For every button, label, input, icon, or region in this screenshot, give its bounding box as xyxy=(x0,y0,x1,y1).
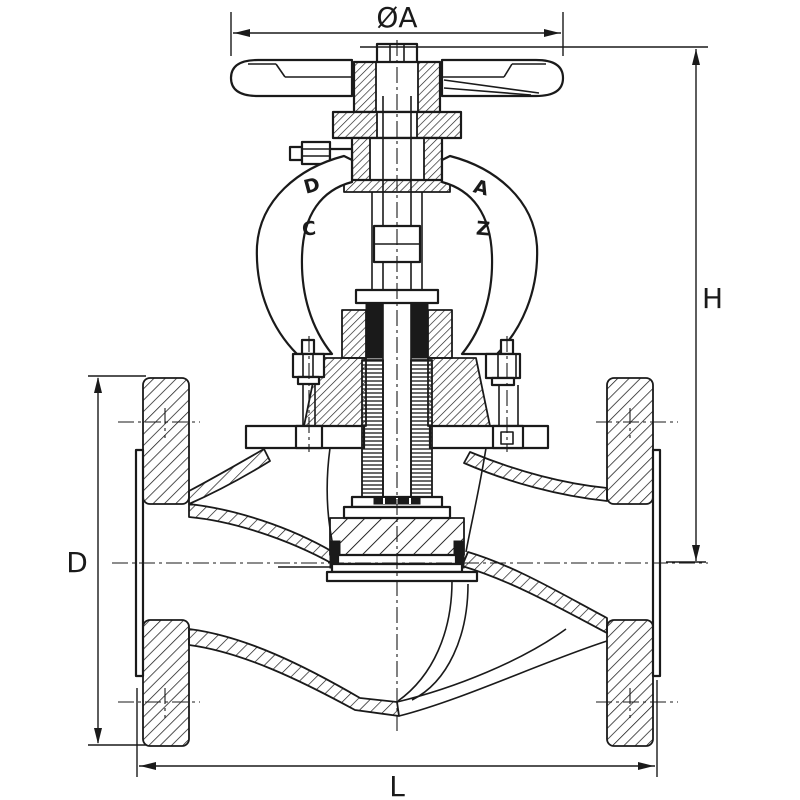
packing xyxy=(365,302,384,359)
valve-body xyxy=(188,447,608,717)
hex-nut xyxy=(484,352,522,380)
dimension-handwheel-diameter: ØA xyxy=(230,1,564,56)
bellows-seal xyxy=(361,359,433,499)
cast-letter-upper-left: D xyxy=(302,173,323,198)
dimension-height: H xyxy=(360,46,723,563)
dim-label-oa: ØA xyxy=(376,1,417,34)
dimension-face-to-face: L xyxy=(136,680,658,800)
handwheel-spoke xyxy=(443,79,540,96)
left-flange xyxy=(134,377,190,747)
grease-fitting xyxy=(288,140,354,166)
cast-letter-lower-right: Z xyxy=(475,217,491,240)
right-flange xyxy=(606,377,662,747)
cast-letter-lower-left: C xyxy=(301,217,317,240)
centerlines xyxy=(112,40,708,732)
dim-label-l: L xyxy=(389,770,405,800)
seat-skirt xyxy=(397,580,453,702)
disc-and-seat xyxy=(325,495,479,583)
handwheel xyxy=(229,58,565,98)
seat-ring xyxy=(325,570,479,583)
packing xyxy=(410,302,429,359)
yoke xyxy=(255,154,539,356)
dim-label-h: H xyxy=(702,282,723,315)
dim-label-d: D xyxy=(66,546,88,579)
cast-letters: D C A Z xyxy=(301,173,491,240)
dimension-flange-diameter: D xyxy=(66,375,146,746)
cast-letter-upper-right: A xyxy=(471,175,491,200)
